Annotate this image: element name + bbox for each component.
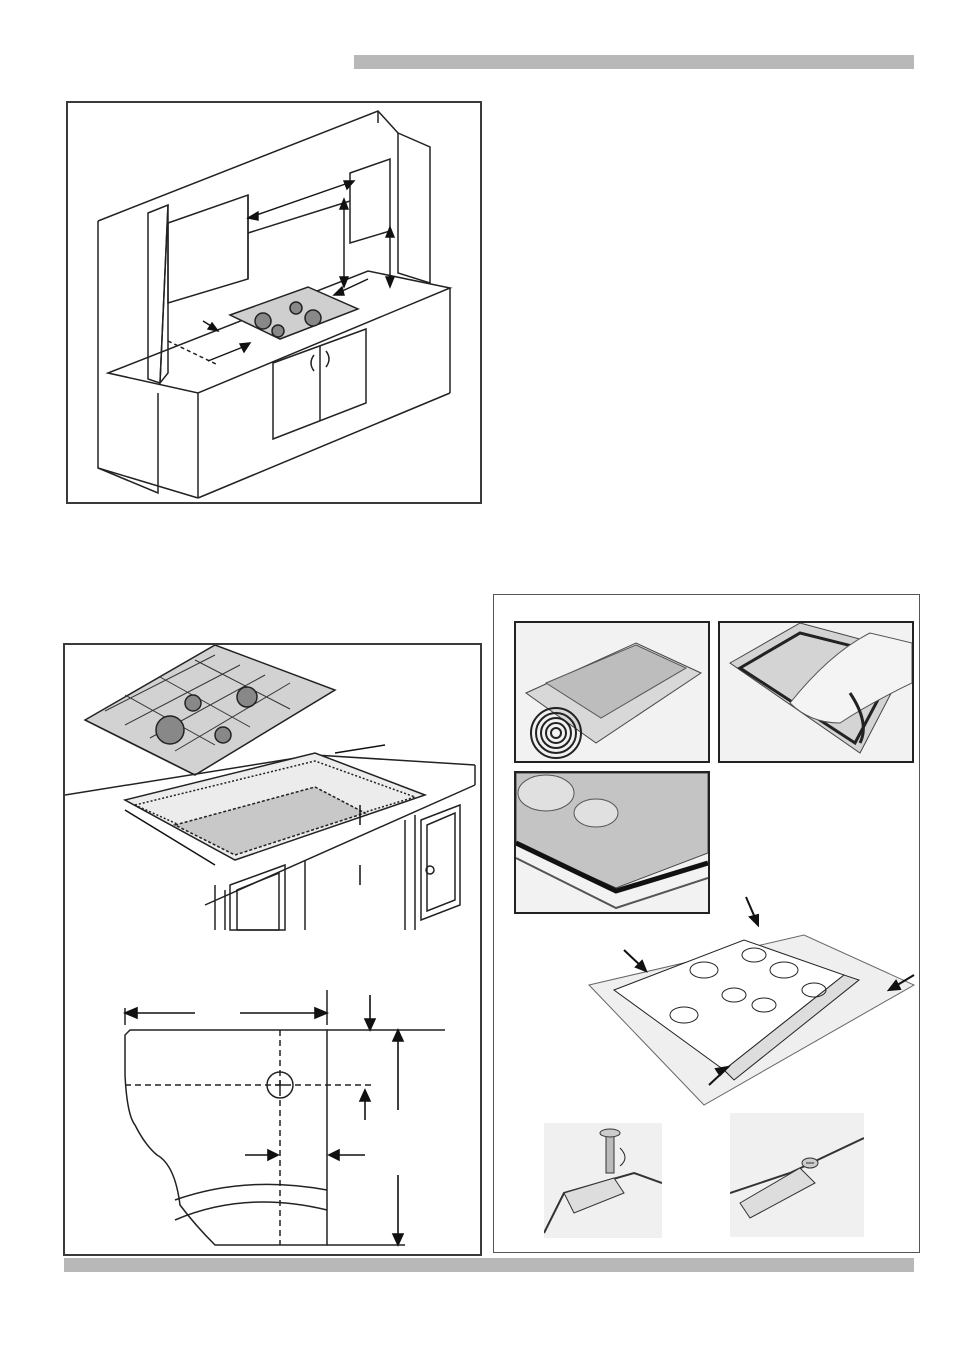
header-bar — [354, 55, 914, 69]
screw-clamp-step1 — [544, 1123, 662, 1238]
installation-figure — [493, 594, 920, 1253]
apply-seal-photo — [718, 621, 914, 763]
cutout-figure — [63, 643, 482, 1256]
seal-roll-photo — [514, 621, 710, 763]
kitchen-clearance-figure — [66, 101, 482, 504]
footer-bar — [64, 1258, 914, 1272]
clamp-mounting-drawing — [584, 895, 919, 1110]
screw-clamp-step2 — [730, 1113, 864, 1237]
kitchen-clearance-drawing — [68, 103, 480, 502]
seal-edge-photo — [514, 771, 710, 914]
cutout-drawing — [65, 645, 480, 1254]
